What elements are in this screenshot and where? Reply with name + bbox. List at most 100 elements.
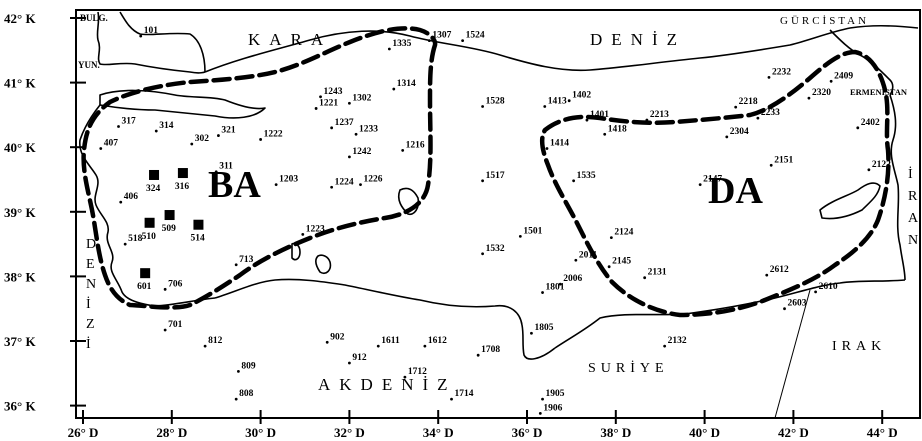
lat-tick-label: 39° K	[4, 205, 36, 220]
latitude-axis: 42° K41° K40° K39° K38° K37° K36° K	[4, 11, 86, 414]
station-label: 1517	[486, 171, 505, 181]
station-marker-dot	[856, 126, 860, 130]
station-marker-dot	[543, 105, 547, 108]
east-region-boundary	[539, 49, 891, 318]
station-label: 2232	[772, 67, 791, 77]
thrace-outline	[96, 11, 206, 74]
station-label: 2132	[668, 336, 687, 346]
station-label: 1801	[546, 283, 565, 293]
sea-label-deniz: DENİZ	[590, 30, 686, 49]
station-marker-dot	[807, 96, 811, 100]
station-label: 1223	[306, 224, 325, 234]
station-label: 1611	[381, 336, 400, 346]
lon-tick-label: 44° D	[867, 425, 898, 440]
station-marker-dot	[427, 39, 431, 43]
station-label: 2610	[819, 282, 838, 292]
station-label: 2218	[739, 97, 758, 107]
station-label: 1335	[392, 39, 411, 49]
station-label: 316	[175, 182, 190, 192]
station-label: 302	[195, 134, 210, 144]
iraq-border	[774, 289, 811, 419]
station-label: 317	[122, 117, 136, 127]
aegean-letter: N	[86, 277, 101, 292]
station-label: 311	[219, 162, 233, 172]
country-label-bulgaria: BULG.	[80, 13, 108, 23]
iran-letter: İ	[908, 166, 918, 182]
station-label: 1535	[577, 171, 596, 181]
aegean-letter: Z	[86, 317, 100, 332]
west-region-boundary	[81, 26, 438, 310]
station-label: 1418	[608, 124, 627, 134]
station-marker-dot	[481, 179, 484, 183]
station-marker-dot	[756, 116, 760, 120]
country-label-iraq: IRAK	[832, 339, 886, 354]
lon-tick-label: 38° D	[600, 425, 631, 440]
station-marker-dot	[481, 252, 484, 256]
station-label: 1243	[324, 87, 343, 97]
station-marker-dot	[541, 291, 544, 294]
station-label: 1532	[486, 244, 505, 254]
station-label: 2124	[614, 228, 633, 238]
station-label: 1708	[481, 345, 500, 355]
station-marker-dot	[359, 183, 362, 187]
station-marker-dot	[567, 99, 571, 103]
station-label: 812	[208, 336, 223, 346]
station-label: 1302	[352, 93, 371, 103]
station-marker-dot	[574, 258, 578, 262]
station-marker-dot	[663, 344, 667, 348]
station-marker-dot	[376, 344, 380, 348]
station-marker-dot	[403, 375, 407, 379]
station-label: 1237	[335, 118, 354, 128]
station-marker-dot	[725, 135, 729, 139]
lon-tick-label: 36° D	[512, 425, 543, 440]
iran-letter: R	[908, 189, 922, 204]
station-label: 2131	[648, 268, 667, 278]
station-marker-dot	[698, 183, 702, 187]
station-label: 1216	[406, 140, 425, 150]
station-label: 2603	[788, 299, 807, 309]
station-marker-dot	[530, 331, 533, 335]
station-label: 1402	[572, 91, 591, 101]
iran-letter: A	[908, 211, 922, 226]
aegean-letter: E	[86, 257, 100, 272]
station-label: 1905	[546, 389, 565, 399]
station-marker-square	[144, 217, 155, 228]
station-marker-square	[149, 169, 160, 180]
station-label: 1612	[428, 336, 447, 346]
station-label: 1221	[319, 98, 338, 108]
station-marker-dot	[237, 369, 240, 373]
coastlines	[79, 11, 919, 419]
station-label: 902	[330, 332, 345, 342]
station-label: 601	[137, 282, 152, 292]
station-marker-dot	[234, 263, 238, 267]
station-marker-dot	[387, 47, 391, 51]
black-sea-coast	[204, 24, 919, 73]
station-label: 1203	[279, 175, 298, 185]
aegean-letter: İ	[86, 296, 96, 312]
station-marker-dot	[423, 344, 427, 348]
country-label-greece: YUN.	[78, 60, 100, 70]
station-marker-dot	[314, 107, 318, 110]
station-label: 808	[239, 389, 254, 399]
station-label: 1528	[486, 97, 505, 107]
map-frame	[75, 9, 921, 419]
station-marker-square	[164, 210, 175, 221]
station-marker-dot	[481, 105, 484, 108]
station-label: 1233	[359, 124, 378, 134]
station-marker-dot	[829, 79, 833, 83]
station-label: 2409	[834, 71, 853, 81]
station-marker-dot	[348, 155, 351, 159]
station-marker-dot	[348, 361, 351, 365]
station-label: 2612	[770, 265, 789, 275]
station-marker-dot	[476, 353, 480, 357]
station-marker-square	[140, 268, 151, 279]
lake-beysehir	[315, 254, 332, 275]
station-label: 1307	[432, 31, 451, 41]
station-label: 912	[352, 353, 367, 363]
station-label: 1314	[397, 79, 416, 89]
station-marker-dot	[259, 138, 262, 141]
